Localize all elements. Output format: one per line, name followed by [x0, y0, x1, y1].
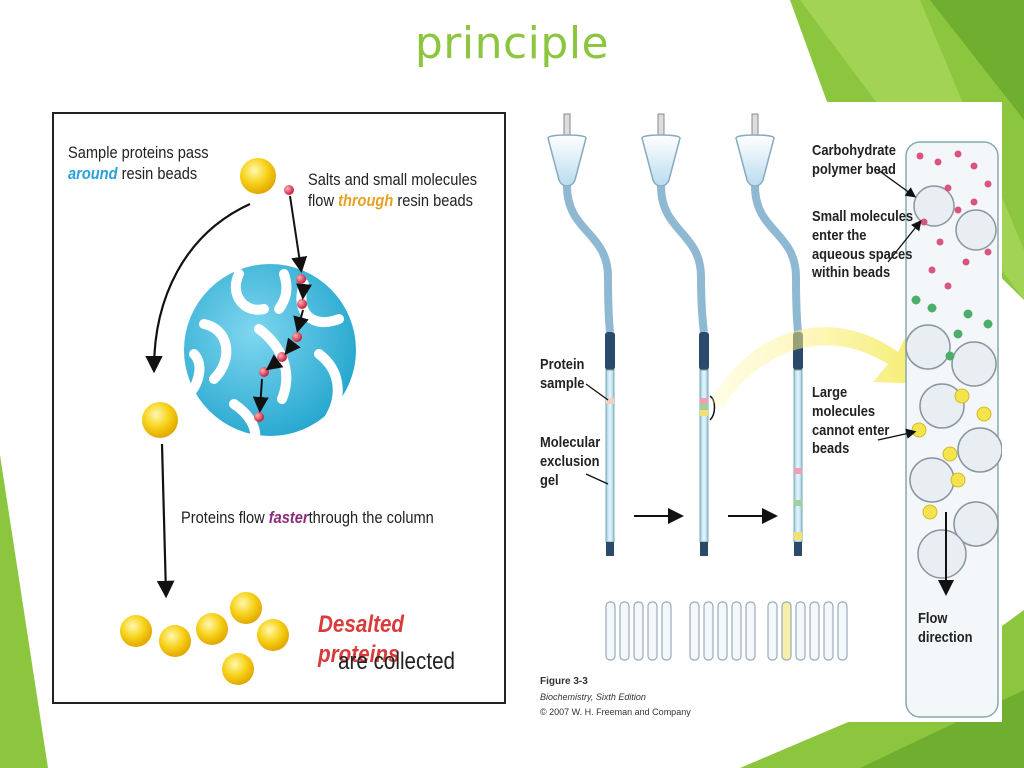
label-proteins-flow: Proteins flow fasterthrough the column	[181, 508, 434, 527]
small-molecules-pink	[916, 150, 992, 290]
leader-lines	[585, 169, 922, 485]
test-tubes-group-2	[689, 601, 756, 661]
desalting-illustration	[120, 158, 356, 685]
zoom-arrow	[710, 327, 926, 407]
polymer-beads	[905, 185, 1002, 579]
page-title: principle	[414, 18, 610, 69]
figure-book: Biochemistry, Sixth Edition	[540, 692, 646, 702]
label-desalted-title: Desalted proteins	[318, 611, 405, 668]
protein-path-arrow	[145, 202, 251, 374]
protein-down-arrow	[156, 443, 175, 599]
large-molecules-yellow	[911, 388, 992, 520]
gel-filtration-illustration	[547, 113, 1002, 718]
label-large-molecules: Large molecules cannot enter beads	[812, 384, 890, 458]
salt-path-arrows	[252, 195, 312, 413]
protein-bead-middle	[142, 402, 178, 438]
label-carbohydrate-bead: Carbohydrate polymer bead	[812, 142, 896, 178]
label-molecular-exclusion-gel: Molecular exclusion gel	[540, 434, 601, 489]
test-tubes-group-3	[767, 601, 848, 661]
salt-molecule-top	[284, 185, 294, 195]
figure-number: Figure 3-3	[540, 676, 588, 687]
column-1	[547, 113, 615, 556]
column-3	[735, 113, 803, 556]
figure-copyright: © 2007 W. H. Freeman and Company	[540, 707, 691, 717]
protein-bead-top	[240, 158, 276, 194]
label-desalted-sub: are collected	[338, 648, 456, 675]
test-tubes-group-1	[605, 601, 672, 661]
label-salts: Salts and small molecules flow through r…	[308, 170, 478, 211]
deco-green-left	[0, 455, 48, 768]
label-sample-proteins: Sample proteins pass around resin beads	[68, 143, 209, 184]
label-small-molecules: Small molecules enter the aqueous spaces…	[812, 208, 914, 282]
deco-green-top-right-dark	[930, 0, 1024, 120]
label-protein-sample: Protein sample	[540, 356, 585, 392]
label-flow-direction: Flow direction	[918, 610, 973, 646]
column-2	[641, 113, 716, 556]
desalting-diagram-panel: Sample proteins pass around resin beads …	[52, 112, 506, 704]
medium-molecules-green	[911, 295, 993, 361]
resin-bead	[184, 264, 356, 436]
gel-filtration-figure: Protein sample Molecular exclusion gel C…	[528, 102, 1002, 722]
collected-proteins	[120, 592, 289, 685]
